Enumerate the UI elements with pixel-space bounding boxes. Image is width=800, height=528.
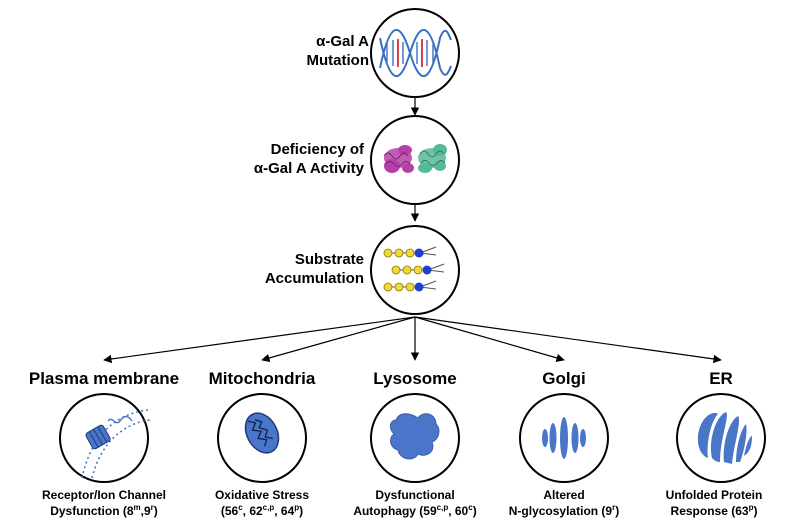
arrow-to-golgi	[414, 316, 565, 362]
endoplasmic-reticulum-icon	[697, 412, 752, 464]
step-label-line2: Mutation	[306, 51, 369, 69]
organelle-title-golgi: Golgi	[542, 369, 586, 388]
organelle-title-lysosome: Lysosome	[373, 369, 457, 388]
arrow-to-plasma-membrane	[103, 316, 416, 364]
golgi-icon	[542, 417, 586, 459]
organelle-title-plasma-membrane: Plasma membrane	[28, 369, 180, 388]
arrow-to-mitochondria	[261, 316, 416, 362]
step-circle-accumulation	[370, 225, 460, 315]
organelle-circle-er	[676, 393, 766, 483]
glycolipid-chain-icon	[383, 246, 445, 292]
organelle-circle-lysosome	[370, 393, 460, 483]
step-label-mutation: α-Gal A Mutation	[199, 33, 369, 71]
organelle-circle-plasma-membrane	[59, 393, 151, 483]
fan-out-arrows	[103, 316, 722, 364]
dna-helix-icon	[379, 29, 452, 77]
caption-line2: Response (63p)	[670, 503, 758, 519]
caption-line1: Dysfunctional	[375, 488, 455, 502]
step-label-line1: Deficiency of	[270, 141, 364, 158]
mitochondrion-icon	[244, 412, 280, 454]
organelle-caption-golgi: Altered N-glycosylation (9r)	[479, 487, 649, 519]
organelle-circle-mitochondria	[217, 393, 307, 483]
step-circle-deficiency	[370, 115, 460, 205]
organelle-caption-lysosome: Dysfunctional Autophagy (59c,p, 60c)	[330, 487, 500, 519]
membrane-channel-icon	[81, 409, 151, 479]
organelle-caption-plasma-membrane: Receptor/Ion Channel Dysfunction (8m,9r)	[19, 487, 189, 519]
step-label-line1: Substrate	[294, 251, 364, 268]
lysosome-icon	[389, 413, 440, 460]
caption-line2: Dysfunction (8m,9r)	[50, 503, 158, 519]
caption-line1: Altered	[543, 488, 585, 502]
organelle-title-mitochondria: Mitochondria	[208, 369, 316, 388]
organelle-circle-golgi	[519, 393, 609, 483]
step-label-accumulation: Substrate Accumulation	[194, 251, 364, 289]
caption-line2: Autophagy (59c,p, 60c)	[353, 503, 477, 519]
caption-line1: Unfolded Protein	[665, 488, 763, 502]
caption-line1: Receptor/Ion Channel	[41, 488, 166, 502]
protein-structure-icon	[383, 144, 447, 173]
organelle-caption-mitochondria: Oxidative Stress (56c, 62c,p, 64p)	[177, 487, 347, 519]
caption-line2: N-glycosylation (9r)	[508, 503, 620, 519]
organelle-caption-er: Unfolded Protein Response (63p)	[629, 487, 799, 519]
caption-line1: Oxidative Stress	[214, 488, 310, 502]
step-label-deficiency: Deficiency of α-Gal A Activity	[194, 141, 364, 179]
step-circle-mutation	[370, 8, 460, 98]
arrow-to-er	[414, 316, 722, 364]
step-label-line1: α-Gal A	[316, 33, 369, 50]
step-label-line2: α-Gal A Activity	[253, 159, 364, 177]
organelle-title-er: ER	[709, 369, 733, 388]
caption-line2: (56c, 62c,p, 64p)	[220, 503, 304, 519]
step-label-line2: Accumulation	[264, 269, 364, 287]
